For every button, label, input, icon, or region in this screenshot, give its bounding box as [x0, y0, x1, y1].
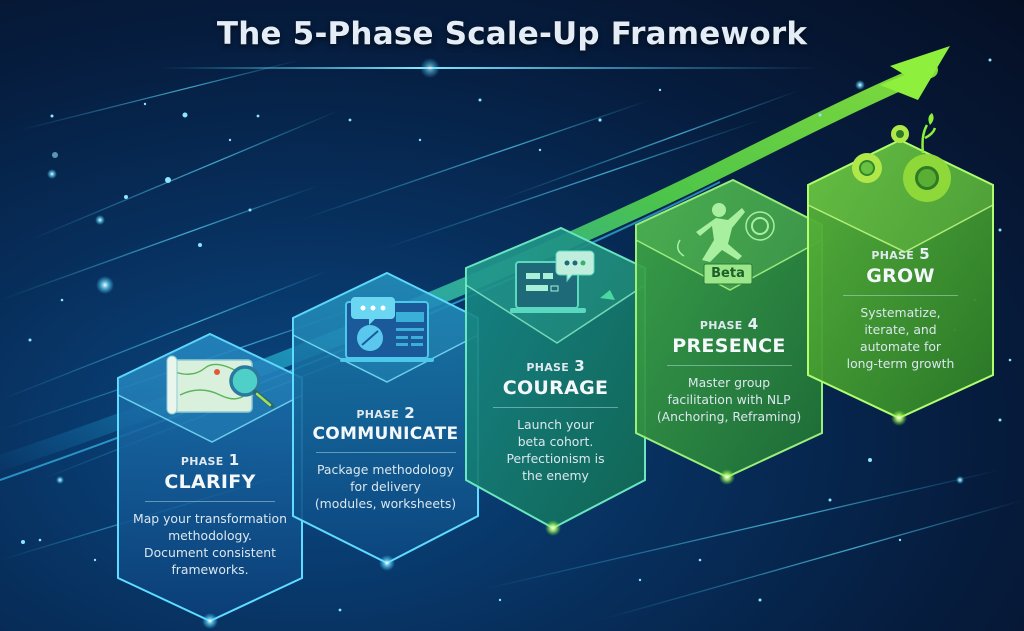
title-divider	[160, 67, 820, 69]
description-line: Perfectionism is	[506, 451, 605, 466]
laptop-launch-icon	[510, 250, 615, 313]
phase-name: COMMUNICATE	[312, 424, 459, 444]
phase-3-heading: PHASE 3	[466, 356, 645, 375]
phase-name: COURAGE	[502, 377, 609, 399]
phase-5-hexagon	[807, 113, 994, 426]
phase-4-heading: PHASE 4	[636, 314, 822, 333]
divider	[145, 501, 275, 502]
phase-3-card: PHASE 3 COURAGE Launch your beta cohort.…	[466, 356, 645, 484]
description-line: Map your transformation	[133, 511, 287, 526]
description-line: Package methodology	[317, 462, 454, 477]
divider	[493, 407, 618, 408]
beta-badge	[703, 263, 753, 285]
description-line: iterate, and	[864, 322, 937, 337]
gears-sprout-icon	[852, 113, 951, 202]
laptop-chat-icon	[340, 297, 434, 362]
phase-name: GROW	[866, 265, 935, 287]
phase-1-heading: PHASE 1	[118, 450, 302, 469]
divider	[666, 365, 792, 366]
description-line: Systematize,	[860, 305, 941, 320]
arrow-head-icon	[880, 46, 950, 100]
phase-description: Systematize, iterate, and automate for l…	[808, 304, 993, 372]
phase-number: 1	[228, 451, 240, 469]
description-line: for delivery	[350, 479, 421, 494]
phase-3-hexagon	[465, 226, 646, 536]
map-magnifier-icon	[166, 355, 275, 415]
phase-label: PHASE	[699, 319, 743, 332]
phase-number: 2	[404, 404, 415, 422]
phase-name: CLARIFY	[164, 471, 256, 493]
description-line: Master group	[687, 375, 771, 390]
phase-5-card: PHASE 5 GROW Systematize, iterate, and a…	[808, 244, 993, 372]
stars	[21, 58, 1012, 612]
description-line: facilitation with NLP	[667, 392, 791, 407]
page-title: The 5-Phase Scale-Up Framework	[216, 16, 808, 52]
phase-4-card: PHASE 4 PRESENCE Master group facilitati…	[636, 314, 822, 425]
phase-2-heading: PHASE 2	[293, 403, 478, 422]
description-line: automate for	[859, 339, 941, 354]
description-line: Launch your	[517, 417, 594, 432]
phase-number: 5	[919, 245, 930, 263]
phase-5-heading: PHASE 5	[808, 244, 993, 263]
description-line: the enemy	[522, 468, 589, 483]
phase-2-card: PHASE 2 COMMUNICATE Package methodology …	[293, 403, 478, 512]
phase-number: 3	[574, 357, 585, 375]
phase-label: PHASE	[871, 249, 915, 262]
phase-2-hexagon	[292, 271, 479, 571]
phase-number: 4	[747, 315, 759, 333]
phase-description: Map your transformation methodology. Doc…	[118, 510, 302, 578]
description-line: Document consistent	[144, 545, 276, 560]
description-line: (Anchoring, Reframing)	[656, 409, 802, 424]
description-line: methodology.	[168, 528, 252, 543]
phase-label: PHASE	[526, 361, 570, 374]
phase-name: PRESENCE	[672, 335, 786, 357]
phase-label: PHASE	[356, 408, 400, 421]
beta-badge-label: Beta	[711, 266, 745, 281]
phase-4-hexagon	[635, 178, 823, 485]
divider	[315, 452, 456, 453]
description-line: beta cohort.	[517, 434, 594, 449]
divider	[843, 295, 958, 296]
phase-description: Launch your beta cohort. Perfectionism i…	[466, 416, 645, 484]
phase-1-hexagon	[117, 332, 303, 629]
description-line: long-term growth	[846, 356, 955, 371]
phase-label: PHASE	[180, 455, 224, 468]
phase-description: Package methodology for delivery (module…	[293, 461, 478, 512]
running-person-icon	[677, 203, 775, 262]
description-line: frameworks.	[171, 562, 249, 577]
phase-description: Master group facilitation with NLP (Anch…	[636, 374, 822, 425]
phase-1-card: PHASE 1 CLARIFY Map your transformation …	[118, 450, 302, 578]
description-line: (modules, worksheets)	[314, 496, 457, 511]
